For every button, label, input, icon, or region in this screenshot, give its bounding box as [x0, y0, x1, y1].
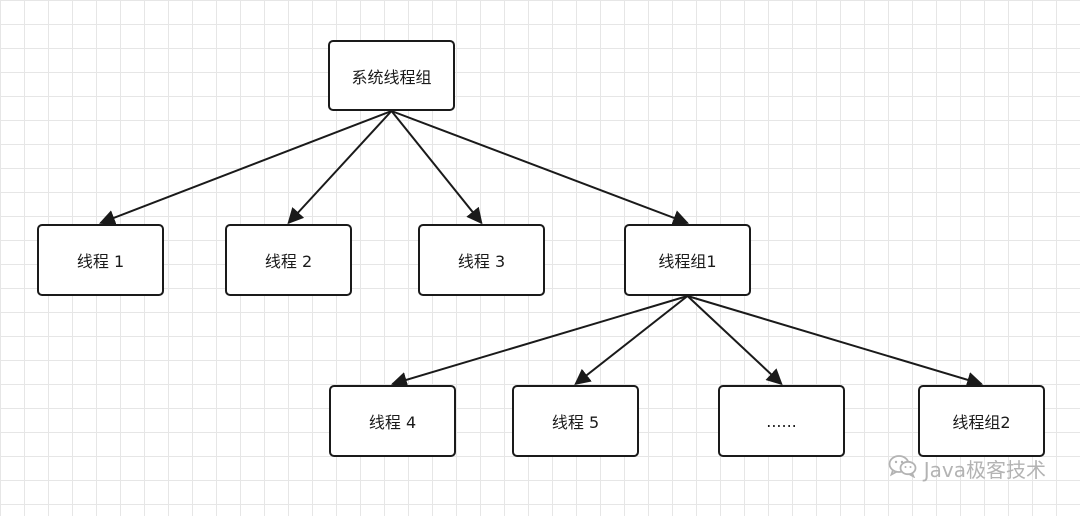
wechat-icon: [888, 454, 918, 483]
watermark-text: Java极客技术: [923, 458, 1046, 482]
edge-root-to-thread1: [99, 110, 392, 226]
node-ellipsis[interactable]: ......: [718, 385, 845, 457]
edge-root-to-thread3: [390, 110, 483, 225]
edge-root-to-group1: [391, 110, 689, 226]
node-label: 线程 3: [457, 252, 506, 271]
node-thread-5[interactable]: 线程 5: [512, 385, 639, 457]
node-system-thread-group[interactable]: 系统线程组: [328, 40, 455, 111]
node-label: 线程 1: [76, 252, 125, 271]
edge-group1-to-group2: [687, 295, 984, 388]
node-thread-group-2[interactable]: 线程组2: [918, 385, 1045, 457]
node-thread-3[interactable]: 线程 3: [418, 224, 545, 296]
node-label: 线程组2: [952, 413, 1011, 432]
node-label: ......: [766, 411, 797, 431]
edge-group1-to-ellipsis: [686, 295, 783, 386]
edge-group1-to-thread4: [390, 295, 688, 388]
node-thread-4[interactable]: 线程 4: [329, 385, 456, 457]
node-label: 线程 4: [368, 413, 417, 432]
node-label: 系统线程组: [351, 67, 432, 87]
node-label: 线程 5: [551, 413, 600, 432]
node-thread-group-1[interactable]: 线程组1: [624, 224, 751, 296]
node-thread-1[interactable]: 线程 1: [37, 224, 164, 296]
watermark: Java极客技术: [888, 454, 1046, 483]
node-thread-2[interactable]: 线程 2: [225, 224, 352, 296]
node-label: 线程 2: [264, 252, 313, 271]
edge-group1-to-thread5: [574, 295, 689, 385]
node-label: 线程组1: [658, 252, 717, 271]
edge-root-to-thread2: [287, 110, 393, 225]
